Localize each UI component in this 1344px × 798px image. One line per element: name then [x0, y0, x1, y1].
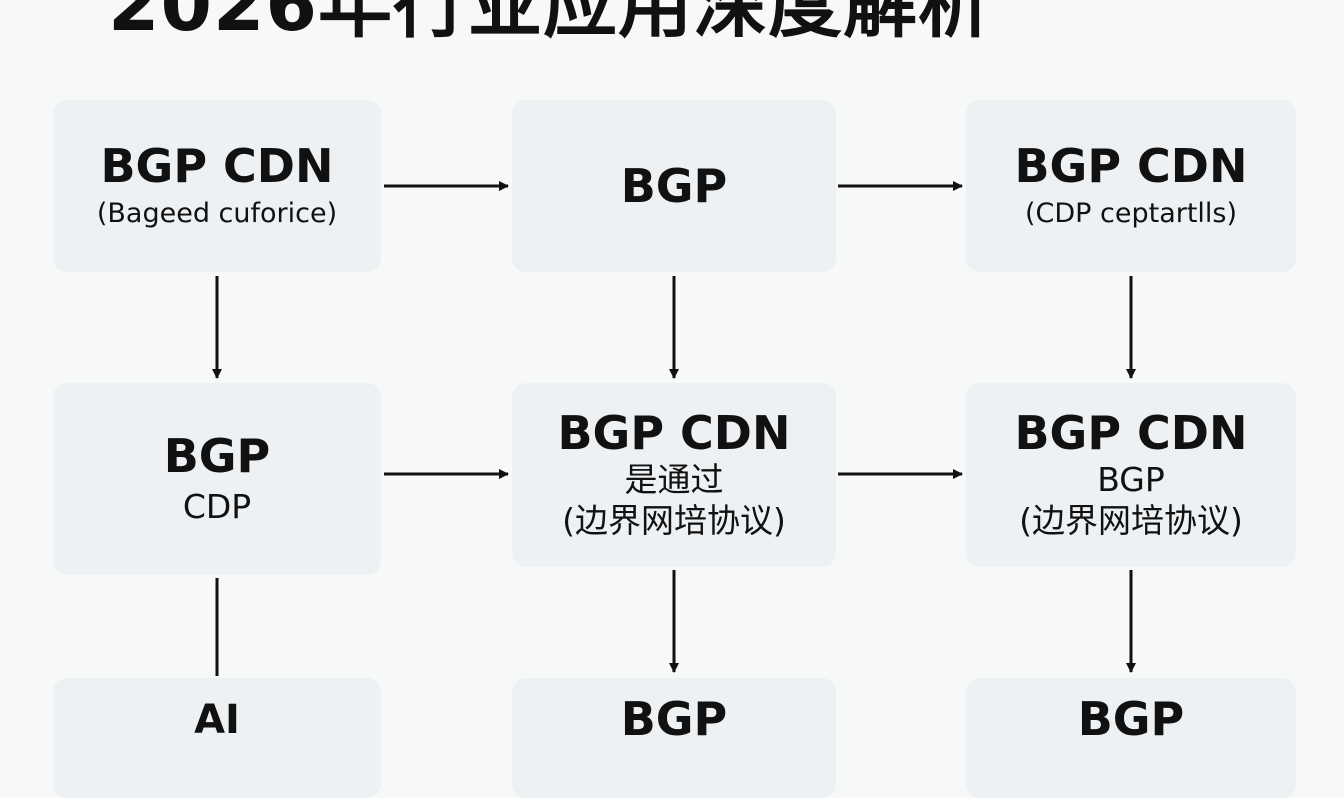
node-title: BGP [1077, 692, 1185, 746]
connector-arrows [212, 181, 1136, 676]
node-bgp-middle-left: BGP CDP [53, 383, 381, 575]
node-bgp-cdn-top-left: BGP CDN (Bageed cuforice) [53, 100, 381, 272]
node-title: AI [194, 697, 240, 743]
node-title: BGP [620, 692, 728, 746]
node-subtitle: (CDP ceptartlls) [1024, 198, 1238, 230]
node-bgp-cdn-middle-right: BGP CDN BGP (边界网培协议) [966, 383, 1296, 567]
node-line-3: (边界网培协议) [562, 501, 786, 541]
node-title: BGP CDN [557, 406, 791, 461]
node-line-2: BGP [1097, 460, 1165, 500]
node-title: BGP [620, 158, 728, 213]
node-bgp-cdn-center: BGP CDN 是通过 (边界网培协议) [512, 383, 836, 567]
node-line-3: (边界网培协议) [1019, 501, 1243, 541]
node-subtitle: (Bageed cuforice) [96, 198, 338, 230]
node-title: BGP CDN [100, 138, 334, 193]
page-title: 2026年行业应用深度解析 [108, 0, 993, 48]
node-title: BGP CDN [1014, 406, 1248, 461]
node-title: BGP CDN [1014, 138, 1248, 193]
node-title: BGP [163, 429, 271, 484]
node-subtitle: CDP [182, 486, 252, 526]
node-line-2: 是通过 [624, 460, 724, 500]
node-bgp-cdn-top-right: BGP CDN (CDP ceptartlls) [966, 100, 1296, 272]
node-bgp-top-middle: BGP [512, 100, 836, 272]
